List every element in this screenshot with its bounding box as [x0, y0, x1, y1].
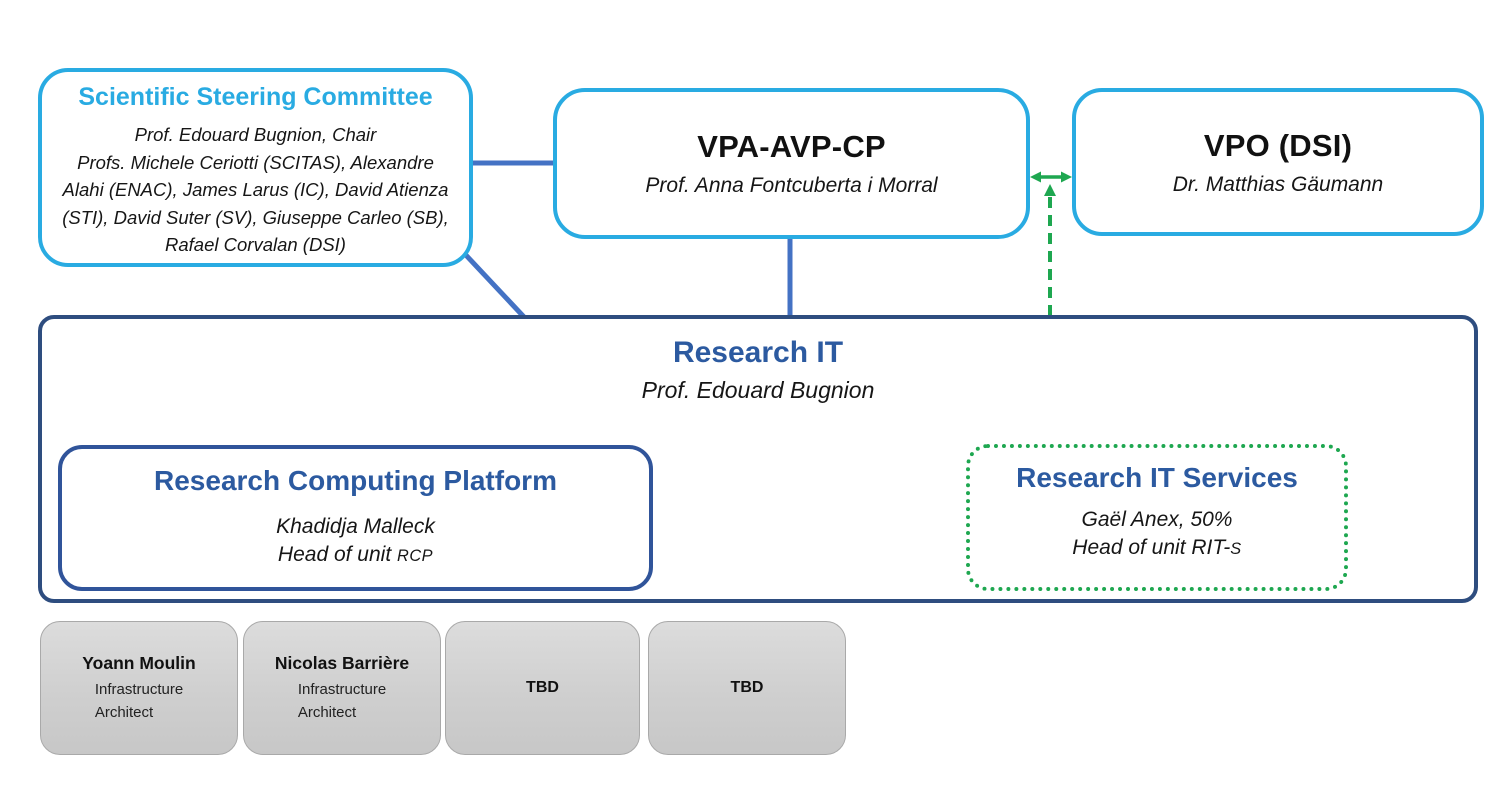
vpa-avp-cp-box: VPA-AVP-CP Prof. Anna Fontcuberta i Morr… [553, 88, 1030, 239]
vpo-title: VPO (DSI) [1203, 127, 1353, 163]
staff-card-yoann-moulin: Yoann Moulin Infrastructure Architect [40, 621, 238, 755]
scientific-steering-committee-box: Scientific Steering Committee Prof. Edou… [38, 68, 473, 267]
rits-role-prefix: Head of unit RIT- [1072, 536, 1231, 559]
arrowhead-up-icon [1044, 184, 1056, 196]
vpo-dsi-box: VPO (DSI) Dr. Matthias Gäumann [1072, 88, 1484, 236]
rits-role-unit: S [1230, 540, 1242, 558]
staff-card-tbd-2: TBD [648, 621, 846, 755]
staff-name: Nicolas Barrière [274, 652, 410, 673]
rcp-title: Research Computing Platform [154, 465, 557, 496]
rcp-role: Head of unit RCP [278, 541, 433, 570]
ssc-members: Prof. Edouard Bugnion, Chair Profs. Mich… [62, 124, 449, 255]
research-computing-platform-box: Research Computing Platform Khadidja Mal… [58, 445, 653, 591]
vpa-title: VPA-AVP-CP [697, 129, 886, 164]
research-it-title: Research IT [672, 336, 844, 369]
rcp-role-unit: RCP [397, 547, 434, 565]
vpa-person: Prof. Anna Fontcuberta i Morral [645, 174, 938, 197]
staff-name: TBD [526, 679, 559, 696]
staff-name: Yoann Moulin [82, 652, 196, 673]
staff-role: Infrastructure Architect [94, 680, 184, 721]
staff-name: TBD [730, 679, 764, 696]
staff-role: Infrastructure Architect [297, 680, 387, 721]
arrowhead-right-icon [1061, 171, 1072, 183]
vpo-person: Dr. Matthias Gäumann [1172, 172, 1384, 196]
staff-card-nicolas-barriere: Nicolas Barrière Infrastructure Architec… [243, 621, 441, 755]
rcp-role-prefix: Head of unit [277, 543, 398, 566]
rcp-person: Khadidja Malleck [276, 515, 435, 538]
rits-person: Gaël Anex, 50% [1081, 508, 1233, 531]
rits-title: Research IT Services [1016, 462, 1298, 493]
arrowhead-left-icon [1030, 171, 1041, 183]
rits-role: Head of unit RIT-S [1072, 534, 1241, 563]
ssc-title: Scientific Steering Committee [78, 83, 433, 111]
connector-ssc-researchit [461, 250, 526, 319]
research-it-services-box: Research IT Services Gaël Anex, 50% Head… [966, 444, 1348, 591]
research-it-person: Prof. Edouard Bugnion [641, 377, 875, 403]
staff-card-tbd-1: TBD [445, 621, 640, 755]
